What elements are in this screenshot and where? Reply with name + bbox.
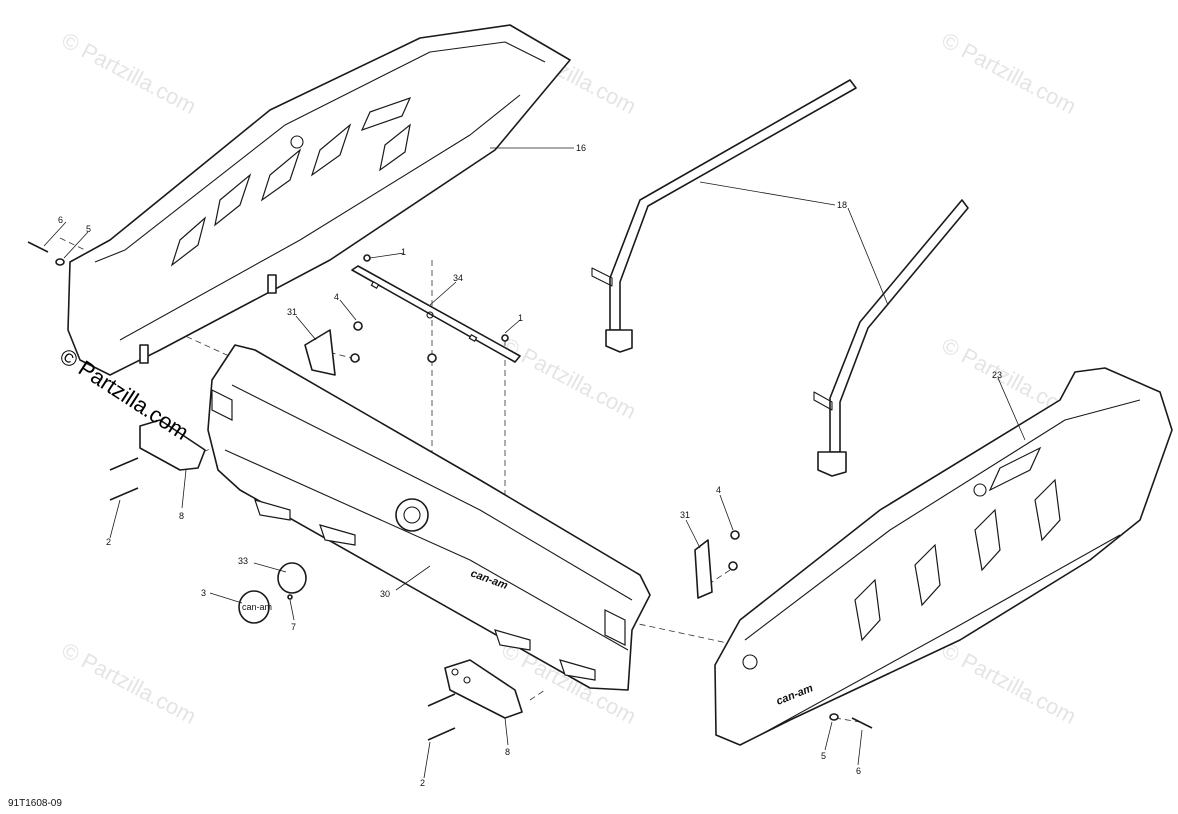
callout-34: 34 bbox=[453, 273, 463, 283]
callout-2: 2 bbox=[420, 778, 425, 788]
callout-labels: 16 18 23 6 5 1 34 1 4 31 8 2 33 3 7 30 3… bbox=[58, 143, 1002, 788]
callout-8: 8 bbox=[505, 747, 510, 757]
callout-16: 16 bbox=[576, 143, 586, 153]
watermark: © Partzilla.com bbox=[58, 27, 201, 119]
callout-33: 33 bbox=[238, 556, 248, 566]
bracket-31[interactable] bbox=[304, 329, 713, 599]
center-bar[interactable]: can-am bbox=[207, 344, 651, 691]
hinge-plates[interactable] bbox=[139, 419, 523, 719]
mounting-strip[interactable] bbox=[351, 265, 521, 363]
callout-4: 4 bbox=[716, 485, 721, 495]
callout-23: 23 bbox=[992, 370, 1002, 380]
discs[interactable]: can-am bbox=[238, 562, 307, 624]
callout-3: 3 bbox=[201, 588, 206, 598]
watermark: © Partzilla.com bbox=[938, 637, 1081, 729]
callout-1: 1 bbox=[518, 313, 523, 323]
reference-code: 91T1608-09 bbox=[8, 798, 62, 809]
rack-rail-right[interactable]: can-am bbox=[714, 367, 1173, 746]
callout-5: 5 bbox=[821, 751, 826, 761]
watermark: © Partzilla.com bbox=[938, 27, 1081, 119]
callout-6: 6 bbox=[58, 215, 63, 225]
callout-30: 30 bbox=[380, 589, 390, 599]
callout-7: 7 bbox=[291, 622, 296, 632]
callout-5: 5 bbox=[86, 224, 91, 234]
watermark: © Partzilla.com bbox=[58, 637, 201, 729]
callout-2: 2 bbox=[106, 537, 111, 547]
handle-tubes[interactable] bbox=[591, 79, 969, 477]
callout-31: 31 bbox=[680, 510, 690, 520]
rack-rail-left[interactable] bbox=[67, 24, 571, 376]
callout-1: 1 bbox=[401, 247, 406, 257]
svg-text:can-am: can-am bbox=[242, 602, 272, 612]
callout-8: 8 bbox=[179, 511, 184, 521]
leaders bbox=[43, 147, 1026, 779]
callout-4: 4 bbox=[334, 292, 339, 302]
callout-31: 31 bbox=[287, 307, 297, 317]
callout-18: 18 bbox=[837, 200, 847, 210]
callout-6: 6 bbox=[856, 766, 861, 776]
hardware bbox=[27, 241, 873, 741]
